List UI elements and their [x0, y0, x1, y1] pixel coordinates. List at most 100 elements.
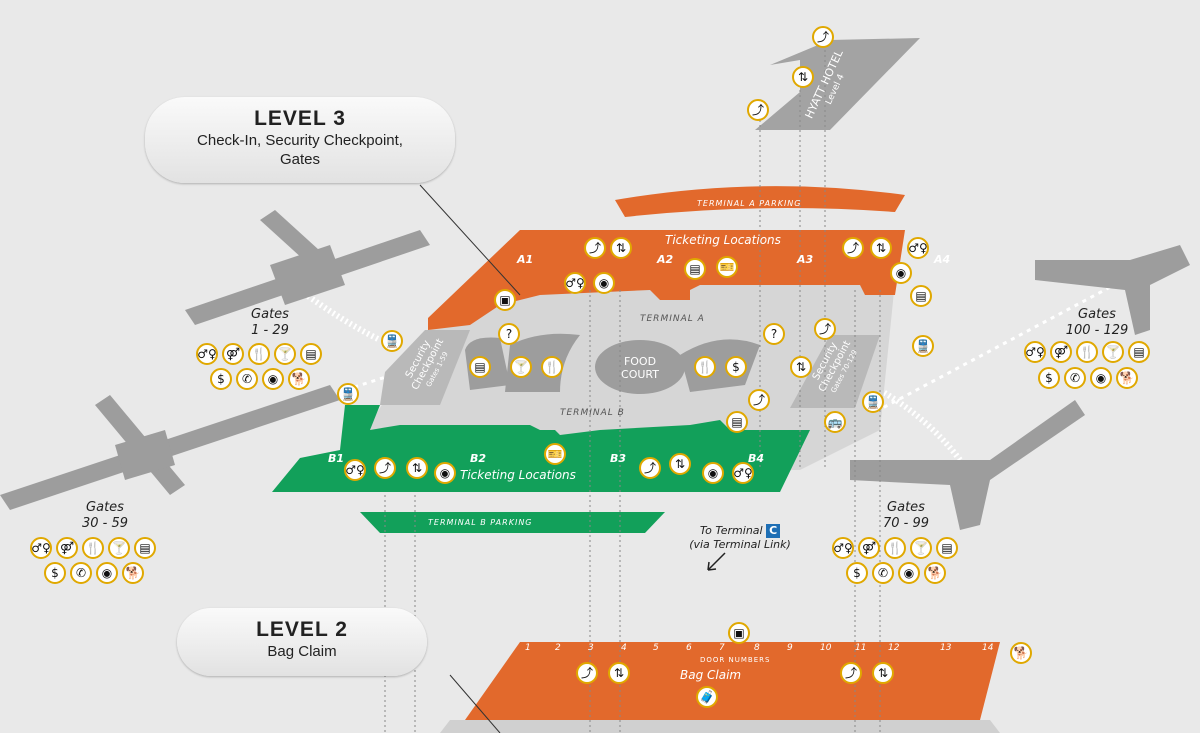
- level-3-line2: Gates: [279, 151, 321, 168]
- door-number-11: 11: [855, 643, 867, 653]
- phone-icon: ✆: [236, 368, 258, 390]
- bar-icon: 🍸: [108, 537, 130, 559]
- phone-icon: ✆: [872, 562, 894, 584]
- family-restroom-icon: ⚤: [1050, 341, 1072, 363]
- door-number-3: 3: [588, 643, 594, 653]
- bar-icon: 🍸: [510, 356, 532, 378]
- phone-icon: ✆: [1064, 367, 1086, 389]
- dining-icon: 🍴: [884, 537, 906, 559]
- bag-claim-band: [465, 642, 1000, 720]
- directory-icon: ▤: [134, 537, 156, 559]
- terminal-c-badge: C: [766, 524, 781, 538]
- nursing-icon: ◉: [702, 462, 724, 484]
- train-icon: 🚆: [862, 391, 884, 413]
- terminal-b-ticketing-label: Ticketing Locations: [460, 468, 576, 482]
- door-number-9: 9: [787, 643, 793, 653]
- restroom-icon: ♂♀: [196, 343, 218, 365]
- door-number-14: 14: [982, 643, 994, 653]
- gates-1-29-label: Gates 1 - 29: [230, 307, 310, 339]
- nursing-icon: ◉: [96, 562, 118, 584]
- escalator-icon: ⤴: [639, 457, 661, 479]
- hyatt-hotel-building: [755, 38, 920, 130]
- terminal-c-arrow: [707, 552, 726, 571]
- zone-b3: B3: [610, 452, 627, 465]
- gates-100-129-label: Gates 100 - 129: [1057, 307, 1137, 339]
- terminal-c-label: To Terminal C (via Terminal Link): [685, 524, 795, 552]
- pet-relief-icon: 🐕: [122, 562, 144, 584]
- terminal-a-concourse-label: TERMINAL A: [640, 314, 705, 324]
- terminal-a-parking-label: TERMINAL A PARKING: [697, 199, 802, 208]
- directory-icon: ▤: [684, 258, 706, 280]
- pet-relief-icon: 🐕: [288, 368, 310, 390]
- zone-a2: A2: [657, 253, 674, 266]
- dining-icon: 🍴: [82, 537, 104, 559]
- concourse-gates-100-129: [1035, 245, 1190, 335]
- elevator-icon: ⇅: [406, 457, 428, 479]
- nursing-icon: ◉: [593, 272, 615, 294]
- family-restroom-icon: ⚤: [56, 537, 78, 559]
- zone-a3: A3: [797, 253, 814, 266]
- atm-icon: $: [846, 562, 868, 584]
- ticket-icon: 🎫: [544, 443, 566, 465]
- terminal-b-parking-band: [360, 512, 665, 533]
- restroom-icon: ♂♀: [732, 462, 754, 484]
- restroom-icon: ♂♀: [564, 272, 586, 294]
- gates-100-129-word: Gates: [1078, 307, 1116, 322]
- gates-70-99-word: Gates: [887, 500, 925, 515]
- gates-1-29-range: 1 - 29: [251, 323, 289, 338]
- door-number-8: 8: [754, 643, 760, 653]
- directory-icon: ▤: [936, 537, 958, 559]
- level-3-leader: [419, 184, 521, 296]
- escalator-icon: ⤴: [840, 662, 862, 684]
- terminal-c-line1-wrap: To Terminal C: [685, 524, 795, 538]
- restroom-icon: ♂♀: [832, 537, 854, 559]
- bag-claim-label: Bag Claim: [680, 668, 742, 682]
- directory-icon: ▤: [469, 356, 491, 378]
- gates-30-59-word: Gates: [86, 500, 124, 515]
- zone-a1: A1: [517, 253, 534, 266]
- bar-icon: 🍸: [910, 537, 932, 559]
- nursing-icon: ◉: [890, 262, 912, 284]
- door-number-10: 10: [820, 643, 832, 653]
- nursing-icon: ◉: [898, 562, 920, 584]
- dining-icon: 🍴: [541, 356, 563, 378]
- escalator-icon: ⤴: [576, 662, 598, 684]
- terminal-a-ticketing-band: [428, 230, 905, 330]
- atm-icon: $: [725, 356, 747, 378]
- level-3-title: LEVEL 3: [254, 107, 346, 130]
- door-number-5: 5: [653, 643, 659, 653]
- terminal-b-concourse-label: TERMINAL B: [560, 408, 625, 418]
- gates-1-29-word: Gates: [251, 307, 289, 322]
- island-right: [680, 339, 760, 392]
- concourse-gates-1-29: [185, 210, 430, 325]
- train-icon: 🚆: [912, 335, 934, 357]
- door-number-2: 2: [555, 643, 561, 653]
- escalator-icon: ⤴: [747, 99, 769, 121]
- door-number-4: 4: [621, 643, 627, 653]
- restroom-icon: ♂♀: [907, 237, 929, 259]
- walkway-right: [859, 248, 1181, 422]
- nursing-icon: ◉: [434, 462, 456, 484]
- escalator-icon: ⤴: [374, 457, 396, 479]
- restroom-icon: ♂♀: [344, 459, 366, 481]
- pet-relief-icon: 🐕: [924, 562, 946, 584]
- escalator-icon: ⤴: [812, 26, 834, 48]
- info-icon: ?: [498, 323, 520, 345]
- pet-relief-icon: 🐕: [1116, 367, 1138, 389]
- escalator-icon: ⤴: [814, 318, 836, 340]
- walkway-arc-right: [878, 387, 963, 462]
- family-restroom-icon: ⚤: [858, 537, 880, 559]
- elevator-icon: ⇅: [790, 356, 812, 378]
- food-court-island: [595, 340, 685, 394]
- level-2-leader: [449, 674, 501, 733]
- train-icon: 🚆: [337, 383, 359, 405]
- gates-70-99-label: Gates 70 - 99: [866, 500, 946, 532]
- escalator-icon: ⤴: [748, 389, 770, 411]
- kiosk-icon: ▣: [494, 289, 516, 311]
- level-2-pill: LEVEL 2 Bag Claim: [177, 608, 427, 676]
- food-court-line2: COURT: [621, 368, 659, 381]
- luggage-icon: 🧳: [696, 686, 718, 708]
- gates-100-129-range: 100 - 129: [1065, 323, 1129, 338]
- phone-icon: ✆: [70, 562, 92, 584]
- door-numbers-label: DOOR NUMBERS: [700, 656, 771, 664]
